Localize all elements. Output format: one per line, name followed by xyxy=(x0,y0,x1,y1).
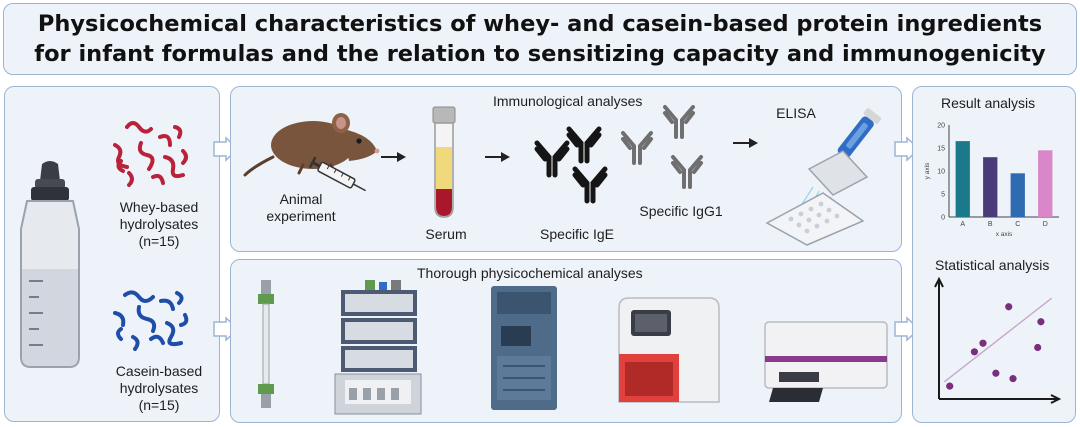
whey-label-line2: hydrolysates xyxy=(119,216,199,232)
scatter-point-5 xyxy=(1009,375,1017,383)
serum-label: Serum xyxy=(425,226,467,242)
scatter-point-1 xyxy=(970,348,978,356)
y-tick-label: 20 xyxy=(937,123,945,130)
title-box: Physicochemical characteristics of whey-… xyxy=(3,3,1077,75)
bar-B xyxy=(983,157,998,217)
casein-label-line3: (n=15) xyxy=(138,397,180,413)
x-tick-label: D xyxy=(1043,221,1048,228)
scatter-point-3 xyxy=(992,369,1000,377)
immunological-panel: Immunological analyses Animal experiment… xyxy=(230,86,902,252)
igg1-antibody-icon xyxy=(671,155,703,189)
ige-antibody-icon xyxy=(566,126,602,164)
scatter-point-0 xyxy=(946,382,954,390)
igg1-antibody-icon xyxy=(663,105,695,139)
x-axis-arrowhead xyxy=(1050,394,1062,404)
y-tick-label: 0 xyxy=(941,215,945,222)
arrow-icon xyxy=(381,152,406,162)
ige-label: Specific IgE xyxy=(540,226,614,242)
mass-spectrometer-icon xyxy=(491,286,557,410)
arrow-icon xyxy=(485,152,510,162)
immuno-header: Immunological analyses xyxy=(493,93,643,109)
animal-label-line1: Animal xyxy=(279,191,323,207)
statistical-scatter-plot xyxy=(934,276,1062,404)
physchem-header: Thorough physicochemical analyses xyxy=(417,265,643,281)
hydrolysates-panel: Whey-based hydrolysates (n=15) Casein-ba… xyxy=(4,86,220,422)
page-title: Physicochemical characteristics of whey-… xyxy=(34,11,1046,67)
bar-C xyxy=(1010,173,1025,217)
scatter-point-7 xyxy=(1037,318,1045,326)
y-tick-label: 10 xyxy=(937,169,945,176)
x-tick-label: A xyxy=(960,221,965,228)
result-header: Result analysis xyxy=(941,95,1036,111)
x-axis-label: x axis xyxy=(996,231,1013,238)
chromatography-column-icon xyxy=(258,280,274,408)
whey-molecule-icon xyxy=(113,121,188,187)
casein-molecule-icon xyxy=(113,290,189,351)
x-tick-label: B xyxy=(988,221,993,228)
casein-label-line2: hydrolysates xyxy=(119,380,199,396)
trend-line xyxy=(943,297,1053,383)
result-bar-chart: 0 5 10 15 20A B C Dx axis y axis xyxy=(924,123,1059,238)
casein-label-line1: Casein-based xyxy=(115,363,203,379)
serum-tube-icon xyxy=(432,106,456,218)
plate-reader-icon xyxy=(764,321,888,402)
baby-bottle-icon xyxy=(20,161,80,368)
igg1-antibody-icon xyxy=(621,131,653,165)
statistical-header: Statistical analysis xyxy=(935,257,1050,273)
whey-label-line3: (n=15) xyxy=(138,233,180,249)
analyzer-icon xyxy=(618,297,720,403)
igg1-label: Specific IgG1 xyxy=(639,203,723,219)
ige-antibody-icon xyxy=(534,140,570,178)
ige-antibody-icon xyxy=(572,166,608,204)
y-axis-arrowhead xyxy=(934,276,944,288)
y-axis-label: y axis xyxy=(924,162,931,179)
bar-D xyxy=(1038,150,1053,217)
physicochemical-panel: Thorough physicochemical analyses xyxy=(230,259,902,423)
animal-label-line2: experiment xyxy=(266,208,336,224)
whey-label-line1: Whey-based xyxy=(119,199,199,215)
y-tick-label: 15 xyxy=(937,146,945,153)
bar-A xyxy=(955,141,970,217)
y-tick-label: 5 xyxy=(941,192,945,199)
scatter-point-6 xyxy=(1034,343,1042,352)
syringe-icon xyxy=(308,156,366,192)
hplc-system-icon xyxy=(334,280,422,415)
scatter-point-2 xyxy=(979,339,987,347)
scatter-point-4 xyxy=(1005,303,1013,311)
x-tick-label: C xyxy=(1015,221,1020,228)
arrow-icon xyxy=(733,138,758,148)
elisa-label: ELISA xyxy=(776,105,816,121)
multichannel-pipette-icon xyxy=(765,108,882,246)
